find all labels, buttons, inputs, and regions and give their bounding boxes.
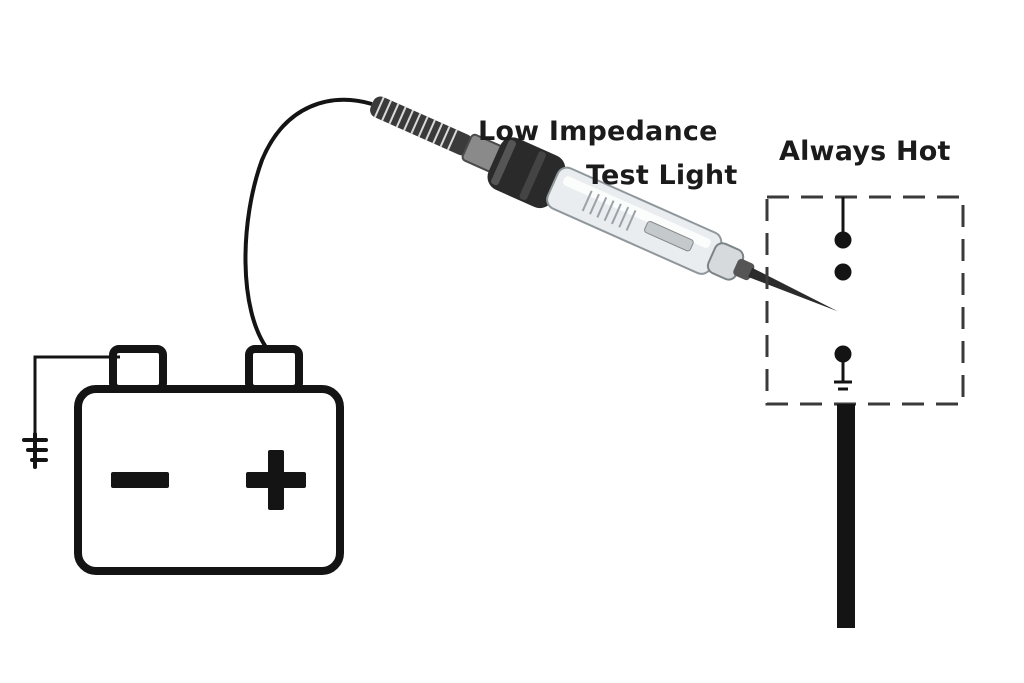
ground-icon [22,432,48,469]
test-light-title-line2: Test Light [586,160,738,191]
test-light-probe-icon [370,96,838,312]
battery-positive-terminal [245,345,303,393]
output-wire [837,404,855,628]
switch-icon [834,197,852,391]
battery-negative-terminal [109,345,167,393]
negative-sign [111,472,169,488]
ground-wire [33,355,120,440]
test-light-lead-wire [243,97,373,352]
positive-sign-vertical [268,450,284,510]
always-hot-box [765,195,965,406]
test-light-title-line1: Low Impedance [478,116,718,147]
battery-icon [74,345,344,575]
always-hot-label: Always Hot [779,136,951,167]
battery-symbols [111,450,306,510]
battery-body [74,385,344,575]
